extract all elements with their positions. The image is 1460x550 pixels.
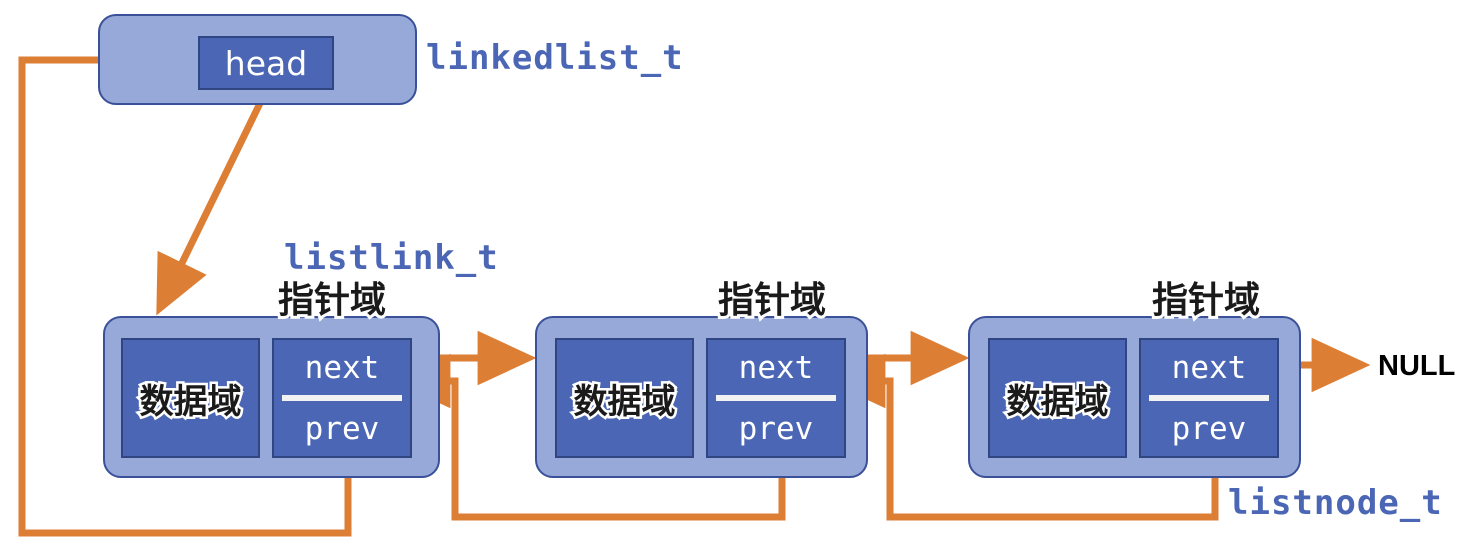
node2-prev-label: prev bbox=[738, 410, 814, 447]
node3-data-field-label: 数据域 bbox=[1004, 379, 1111, 424]
node1-next-label: next bbox=[304, 349, 380, 386]
node2-next-label: next bbox=[738, 349, 814, 386]
node1-data-field: 数据域 bbox=[121, 338, 260, 458]
node1-pointer-field-caption: 指针域 bbox=[275, 277, 389, 324]
node2-data-field-label: 数据域 bbox=[571, 379, 678, 424]
node3-prev-label: prev bbox=[1171, 410, 1247, 447]
node2-pointer-field-caption: 指针域 bbox=[715, 277, 829, 324]
linkedlist-type-label: linkedlist_t bbox=[426, 38, 684, 78]
node1-data-field-label: 数据域 bbox=[137, 379, 244, 424]
node3-next-label: next bbox=[1171, 349, 1247, 386]
head-field-box: head bbox=[198, 36, 334, 90]
node2-data-field: 数据域 bbox=[555, 338, 694, 458]
listlink-type-label: listlink_t bbox=[284, 238, 499, 278]
arrow-head-to-node1 bbox=[156, 89, 270, 316]
null-terminator-label: NULL bbox=[1378, 350, 1456, 382]
node3-data-field: 数据域 bbox=[988, 338, 1127, 458]
node3-pointer-field-caption: 指针域 bbox=[1149, 277, 1263, 324]
node3-pointer-field: next prev bbox=[1139, 338, 1279, 458]
head-field-label: head bbox=[224, 43, 308, 83]
node1-pointer-field: next prev bbox=[272, 338, 412, 458]
listnode-type-label: listnode_t bbox=[1228, 483, 1443, 523]
node2-pointer-field: next prev bbox=[706, 338, 846, 458]
node1-prev-label: prev bbox=[304, 410, 380, 447]
